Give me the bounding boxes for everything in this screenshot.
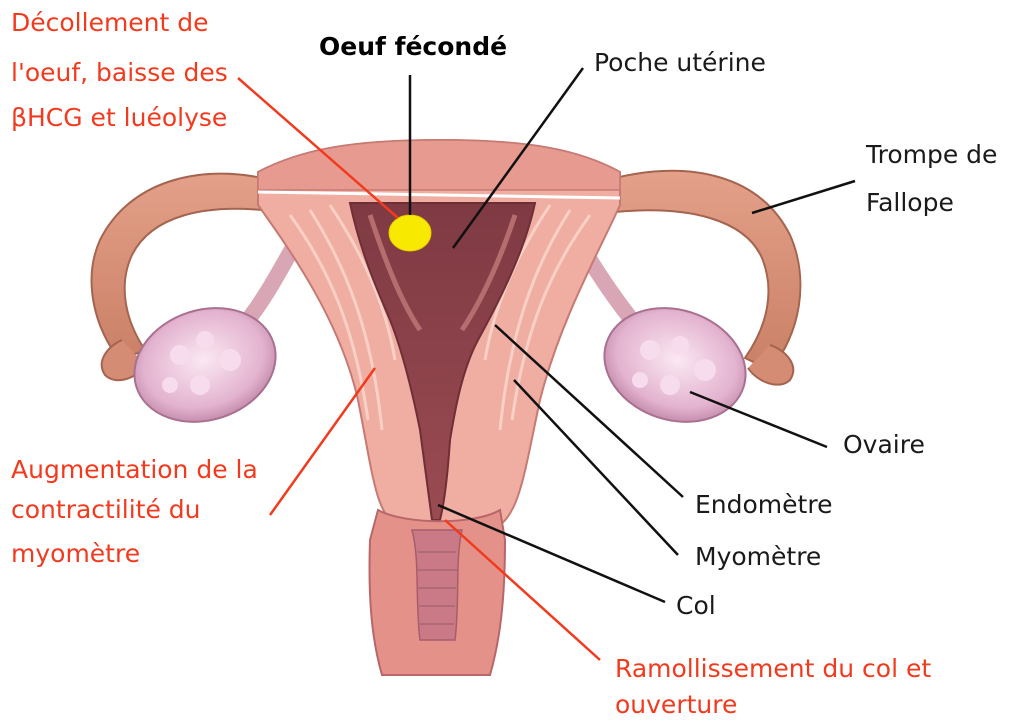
uterine-fundus [258,140,620,190]
ovary-left [120,290,291,439]
label-ramollissement-line2: ouverture [615,688,737,721]
label-decollement-line3: βHCG et luéolyse [11,101,227,134]
label-oeuf-feconde: Oeuf fécondé [319,30,507,63]
label-augmentation-line3: myomètre [11,537,140,570]
label-decollement-line1: Décollement de [11,6,209,39]
label-trompe-line1: Trompe de [866,138,997,171]
label-myometre: Myomètre [695,540,821,573]
label-augmentation-line1: Augmentation de la [11,453,258,486]
label-col: Col [676,589,716,622]
leader-trompe [752,181,855,213]
leader-augmentation [270,368,375,515]
label-decollement-line2: l'oeuf, baisse des [11,56,228,89]
label-endometre: Endomètre [695,488,832,521]
fertilized-egg [389,215,431,251]
label-ovaire: Ovaire [843,428,925,461]
label-poche-uterine: Poche utérine [594,46,766,79]
label-trompe-line2: Fallope [866,186,954,219]
leader-ovaire [690,392,827,447]
ovary-right [590,290,761,439]
label-augmentation-line2: contractilité du [11,493,201,526]
label-ramollissement-line1: Ramollissement du col et [615,652,931,685]
